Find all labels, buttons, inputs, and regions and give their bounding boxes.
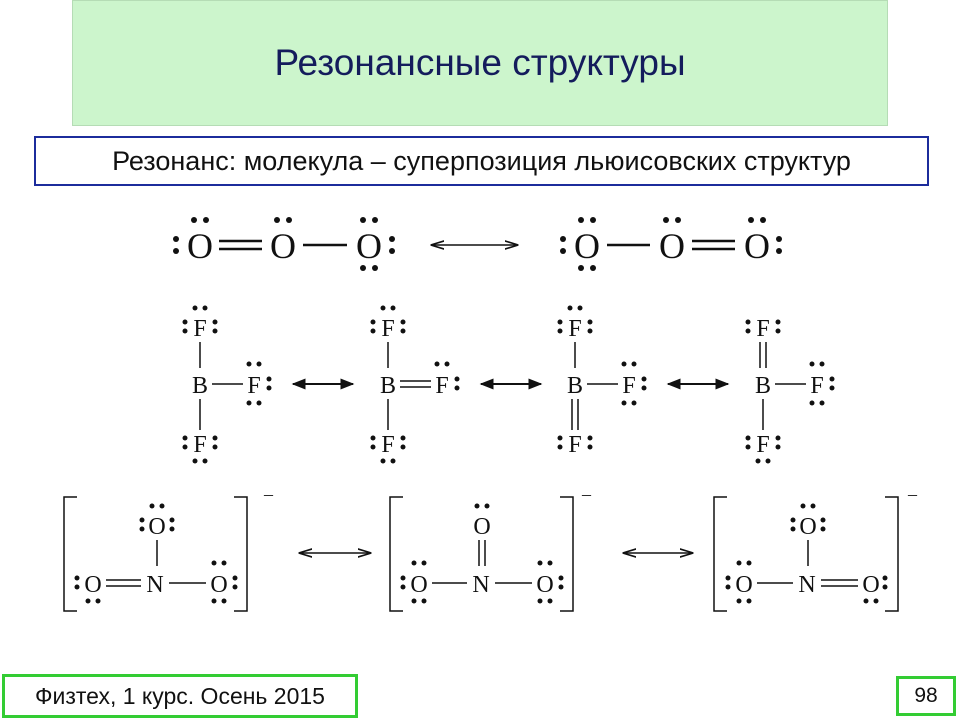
atom-symbol: F [756, 316, 769, 342]
ozone-structure-1: O O O [173, 217, 395, 271]
atom-symbol: F [381, 316, 394, 342]
atom-symbol: F [247, 373, 260, 399]
atom-symbol: F [193, 316, 206, 342]
atom-symbol: O [744, 226, 770, 266]
atom-symbol: O [410, 572, 427, 598]
atom-symbol: F [810, 373, 823, 399]
slide-subtitle: Резонанс: молекула – суперпозиция льюисо… [112, 145, 851, 176]
page-number: 98 [914, 684, 938, 707]
atom-symbol: F [568, 316, 581, 342]
bf3-structure-2: F B F F [370, 305, 460, 464]
atom-symbol: F [756, 432, 769, 458]
atom-symbol: F [193, 432, 206, 458]
lewis-structures-diagram: O O O O O O [63, 217, 918, 612]
nitrate-structure-2: – O N O O [389, 484, 592, 612]
atom-symbol: F [622, 373, 635, 399]
atom-symbol: O [799, 514, 816, 540]
bf3-structure-4: F B F F [745, 316, 835, 464]
course-text: Физтех, 1 курс. Осень 2015 [35, 682, 325, 709]
atom-symbol: F [381, 432, 394, 458]
atom-symbol: O [187, 226, 213, 266]
bf3-structure-3: F B F F [557, 305, 647, 458]
atom-symbol: O [473, 514, 490, 540]
atom-symbol: F [568, 432, 581, 458]
page-number-box: 98 [896, 676, 956, 716]
footer-course-label: Физтех, 1 курс. Осень 2015 [2, 674, 358, 718]
atom-symbol: O [536, 572, 553, 598]
atom-symbol: O [84, 572, 101, 598]
bf3-structure-1: F B F F [182, 305, 272, 464]
atom-symbol: O [356, 226, 382, 266]
atom-symbol: O [270, 226, 296, 266]
nitrate-structure-1: – O N O O [63, 484, 274, 612]
ozone-structure-2: O O O [560, 217, 782, 271]
atom-symbol: O [210, 572, 227, 598]
atom-symbol: B [192, 373, 208, 399]
ion-charge: – [581, 484, 592, 504]
atom-symbol: B [380, 373, 396, 399]
subtitle-banner: Резонанс: молекула – суперпозиция льюисо… [34, 136, 929, 186]
atom-symbol: B [567, 373, 583, 399]
atom-symbol: N [146, 572, 163, 598]
ion-charge: – [907, 484, 918, 504]
atom-symbol: O [862, 572, 879, 598]
ion-charge: – [263, 484, 274, 504]
atom-symbol: O [735, 572, 752, 598]
nitrate-structure-3: – O N O O [713, 484, 918, 612]
title-banner: Резонансные структуры [72, 0, 888, 126]
slide-title: Резонансные структуры [274, 42, 686, 83]
atom-symbol: N [472, 572, 489, 598]
atom-symbol: B [755, 373, 771, 399]
atom-symbol: O [659, 226, 685, 266]
atom-symbol: O [574, 226, 600, 266]
atom-symbol: O [148, 514, 165, 540]
atom-symbol: F [435, 373, 448, 399]
atom-symbol: N [798, 572, 815, 598]
